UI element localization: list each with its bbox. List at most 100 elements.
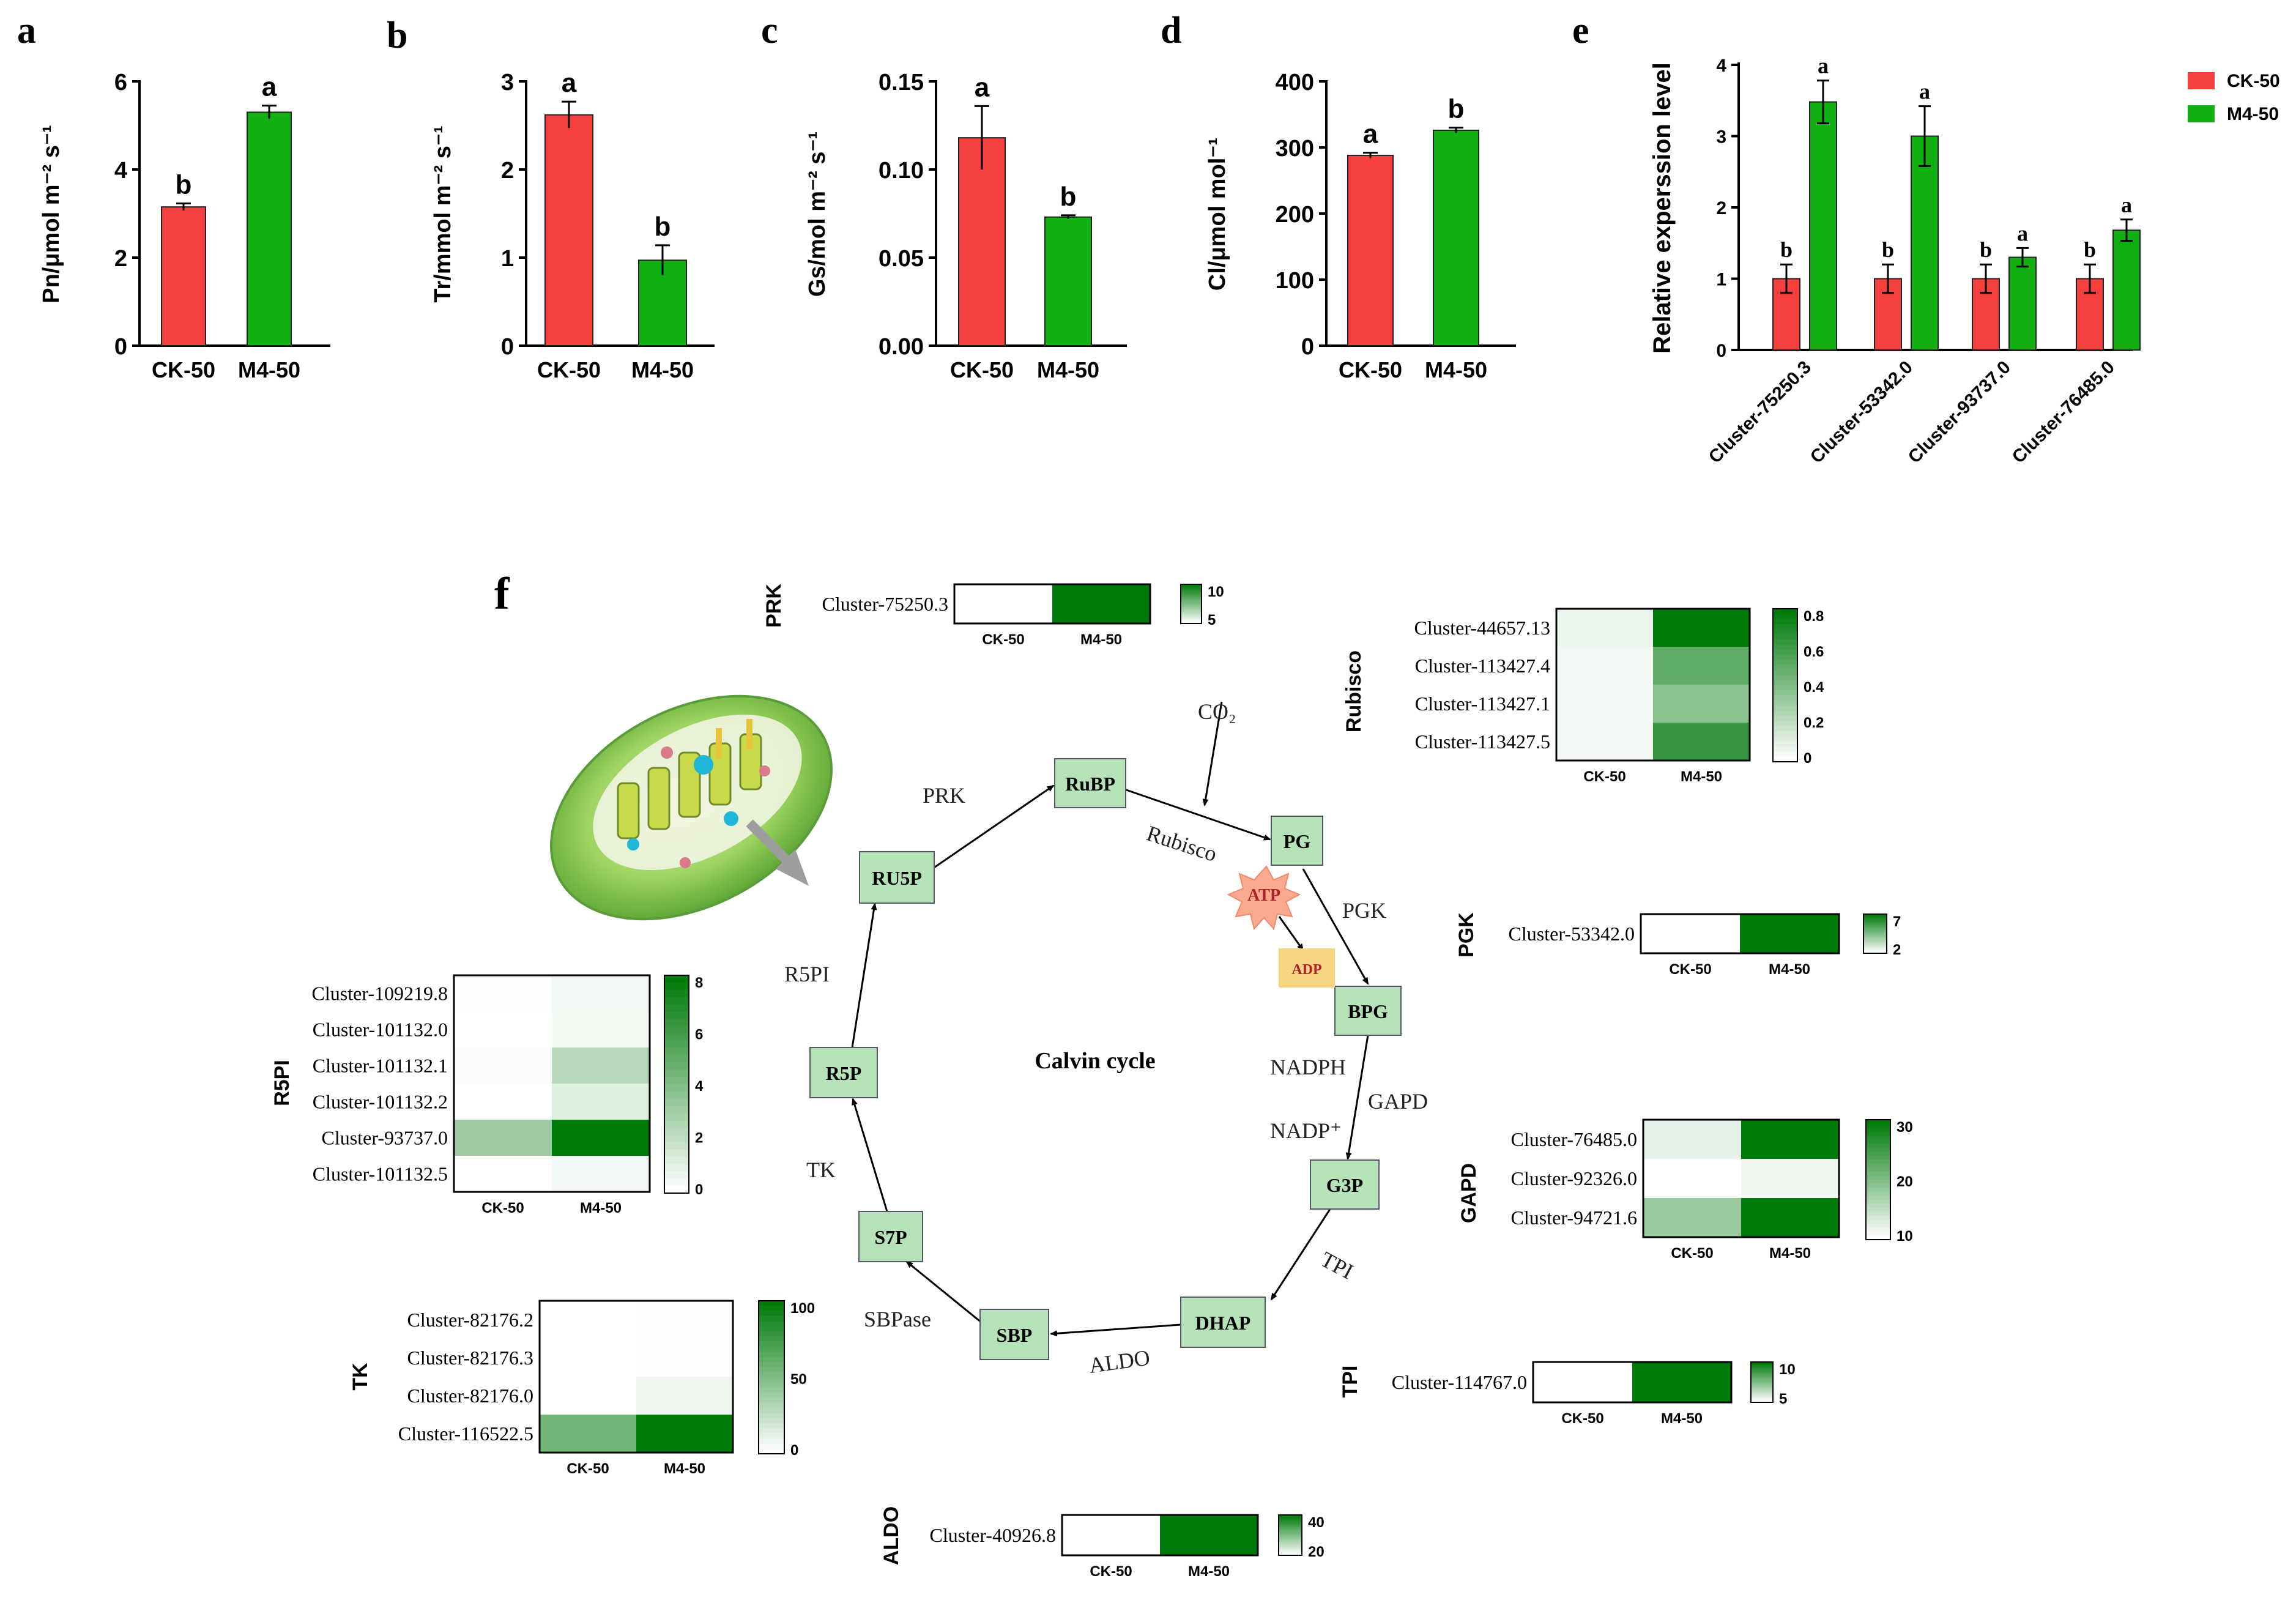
scale-step — [1866, 1152, 1890, 1156]
scale-step — [1863, 932, 1887, 934]
scale-step — [1279, 1540, 1302, 1542]
significance-letter: a — [262, 72, 277, 102]
x-tick-label: M4-50 — [238, 357, 300, 382]
adp-label: ADP — [1291, 962, 1321, 978]
row-label: Cluster-101132.0 — [313, 1019, 448, 1041]
enzyme-tpi: TPI — [1317, 1247, 1357, 1284]
scale-step — [664, 1084, 689, 1092]
scale-step — [1751, 1364, 1773, 1367]
heat-cell — [1643, 1198, 1741, 1237]
scale-step — [1751, 1372, 1773, 1375]
node-g3p: G3P — [1310, 1159, 1380, 1210]
scale-label: 7 — [1893, 913, 1901, 930]
scale-border — [1180, 584, 1202, 624]
bar-CK-50 — [161, 206, 206, 347]
scale-step — [1279, 1517, 1302, 1520]
y-tick-label: 2 — [1716, 198, 1726, 218]
node-bpg-label: BPG — [1348, 1000, 1388, 1022]
scale-step — [1279, 1549, 1302, 1551]
node-pg-label: PG — [1284, 830, 1311, 852]
cofactor-nadph: NADPH — [1270, 1055, 1346, 1079]
bar-M4-50-Cluster-75250.3 — [1809, 101, 1837, 351]
x-tick-label: Cluster-93737.0 — [1904, 357, 2015, 467]
scale-step — [1751, 1379, 1773, 1382]
significance-letter: a — [1818, 54, 1829, 78]
row-label: Cluster-44657.13 — [1414, 617, 1550, 639]
scale-step — [1863, 921, 1887, 924]
legend-swatch-m4 — [2188, 105, 2215, 122]
scale-step — [664, 1186, 689, 1194]
scale-label: 0.6 — [1804, 644, 1824, 660]
scale-step — [1866, 1136, 1890, 1140]
scale-step — [1181, 608, 1202, 610]
scale-step — [1863, 929, 1887, 932]
scale-step — [1751, 1389, 1773, 1391]
scale-step — [759, 1382, 784, 1388]
label-co2: CO₂ — [1198, 699, 1236, 724]
calvin-nodes: RuBP PG BPG G3P DHAP SBP S7P R5P RU5P — [809, 758, 1402, 1360]
scale-step — [1866, 1180, 1890, 1185]
scale-step — [1863, 915, 1887, 918]
scale-label: 5 — [1779, 1391, 1787, 1407]
scale-step — [1751, 1396, 1773, 1398]
scale-label: 10 — [1208, 584, 1224, 600]
scale-step — [1751, 1393, 1773, 1395]
scale-step — [759, 1428, 784, 1434]
heat-cell — [1641, 914, 1740, 953]
x-tick-label: CK-50 — [537, 357, 601, 382]
significance-letter: a — [975, 72, 990, 102]
scale-step — [664, 997, 689, 1005]
scale-step — [1751, 1387, 1773, 1390]
heatmap-tk: Cluster-82176.2Cluster-82176.3Cluster-82… — [349, 1300, 815, 1477]
x-tick-label: M4-50 — [1037, 357, 1099, 382]
scale-step — [1863, 950, 1887, 953]
bar-CK-50-Cluster-75250.3 — [1772, 278, 1800, 351]
scale-step — [1863, 928, 1887, 931]
y-axis-label: Gs/mol m⁻² s⁻¹ — [804, 132, 830, 297]
scale-step — [1866, 1147, 1890, 1153]
scale-step — [1181, 619, 1202, 622]
heat-cell — [636, 1301, 733, 1339]
scale-step — [1773, 746, 1797, 753]
heat-cell — [454, 1084, 552, 1120]
scale-step — [1181, 596, 1202, 598]
scale-step — [1773, 619, 1797, 625]
scale-step — [664, 982, 689, 991]
significance-letter: a — [562, 68, 577, 98]
y-tick-label: 300 — [1276, 136, 1314, 162]
scale-step — [1181, 597, 1202, 600]
row-label: Cluster-101132.5 — [313, 1163, 448, 1185]
scale-step — [759, 1448, 784, 1454]
heat-cell — [454, 1120, 552, 1156]
scale-step — [759, 1397, 784, 1404]
col-label: CK-50 — [1561, 1410, 1603, 1427]
bar-M4-50-Cluster-93737.0 — [2008, 256, 2037, 351]
scale-step — [1279, 1539, 1302, 1541]
scale-step — [1773, 634, 1797, 640]
significance-letter: a — [2017, 221, 2028, 245]
scale-step — [1181, 606, 1202, 609]
scale-step — [1279, 1551, 1302, 1553]
legend-e: CK-50 M4-50 — [2188, 71, 2280, 124]
gene-label: PGK — [1455, 912, 1478, 958]
scale-step — [1773, 680, 1797, 686]
scale-step — [1181, 598, 1202, 601]
scale-step — [1866, 1199, 1890, 1205]
scale-step — [1773, 675, 1797, 681]
heat-cell — [1653, 685, 1750, 723]
row-label: Cluster-93737.0 — [322, 1127, 448, 1149]
row-label: Cluster-76485.0 — [1511, 1128, 1637, 1150]
heat-cell — [1643, 1120, 1741, 1159]
significance-letter: a — [1919, 80, 1930, 104]
scale-step — [664, 1164, 689, 1172]
scale-step — [1866, 1144, 1890, 1148]
node-sbp: SBP — [979, 1309, 1049, 1360]
scale-step — [759, 1326, 784, 1332]
row-label: Cluster-101132.1 — [313, 1055, 448, 1077]
scale-step — [759, 1352, 784, 1358]
scale-step — [1279, 1519, 1302, 1521]
scale-step — [1863, 931, 1887, 933]
